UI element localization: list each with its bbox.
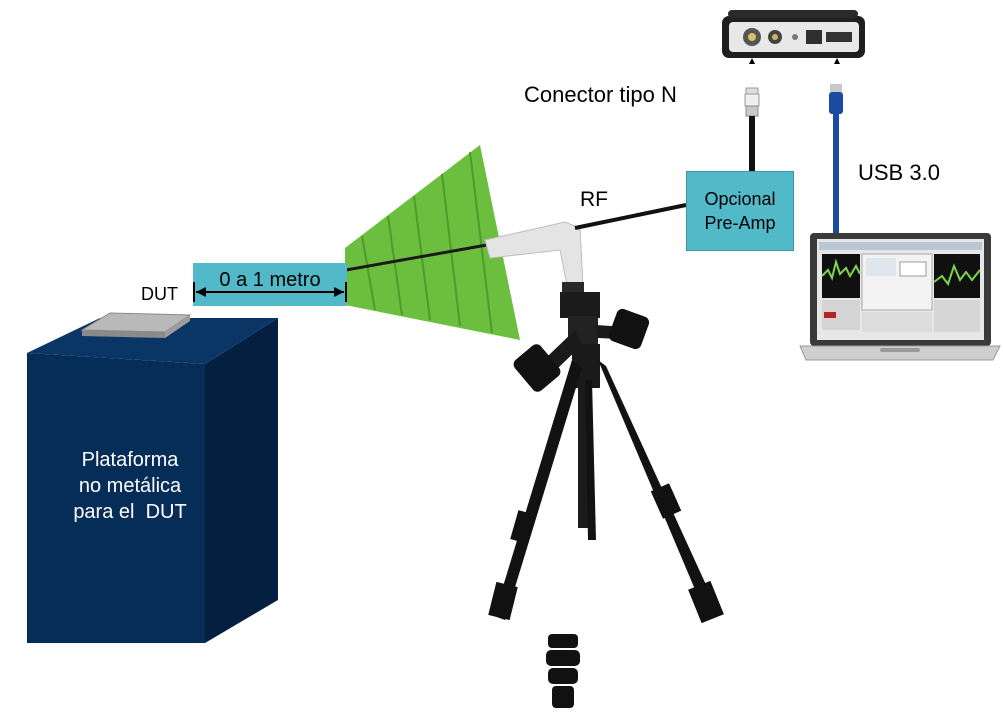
platform-label-line1: Plataforma xyxy=(81,449,179,471)
n-connector-cable xyxy=(744,87,760,172)
distance-label: 0 a 1 metro xyxy=(219,269,321,291)
platform-label-line2: no metálica xyxy=(78,475,182,497)
preamp-input-cable xyxy=(749,168,755,172)
spectrum-analyzer-icon xyxy=(722,10,865,58)
preamp-label-line2: Pre-Amp xyxy=(704,213,776,233)
usb-label: USB 3.0 xyxy=(858,160,940,185)
arrow-usb-connector xyxy=(834,58,840,64)
dut-label: DUT xyxy=(141,284,178,304)
laptop-icon xyxy=(799,233,1001,361)
connector-label: Conector tipo N xyxy=(524,82,677,107)
rf-label: RF xyxy=(580,188,608,211)
arrow-n-connector xyxy=(749,58,755,64)
distance-callout: 0 a 1 metro xyxy=(193,263,347,306)
platform-label: Plataforma no metálica para el DUT xyxy=(40,447,220,525)
rf-cable xyxy=(574,203,687,230)
usb-cable xyxy=(829,84,843,238)
preamp-box: Opcional Pre-Amp xyxy=(686,171,794,251)
dut-device xyxy=(80,312,192,338)
preamp-label-line1: Opcional xyxy=(704,189,776,209)
tripod-icon xyxy=(488,292,724,708)
platform-label-line3: para el DUT xyxy=(73,501,187,523)
